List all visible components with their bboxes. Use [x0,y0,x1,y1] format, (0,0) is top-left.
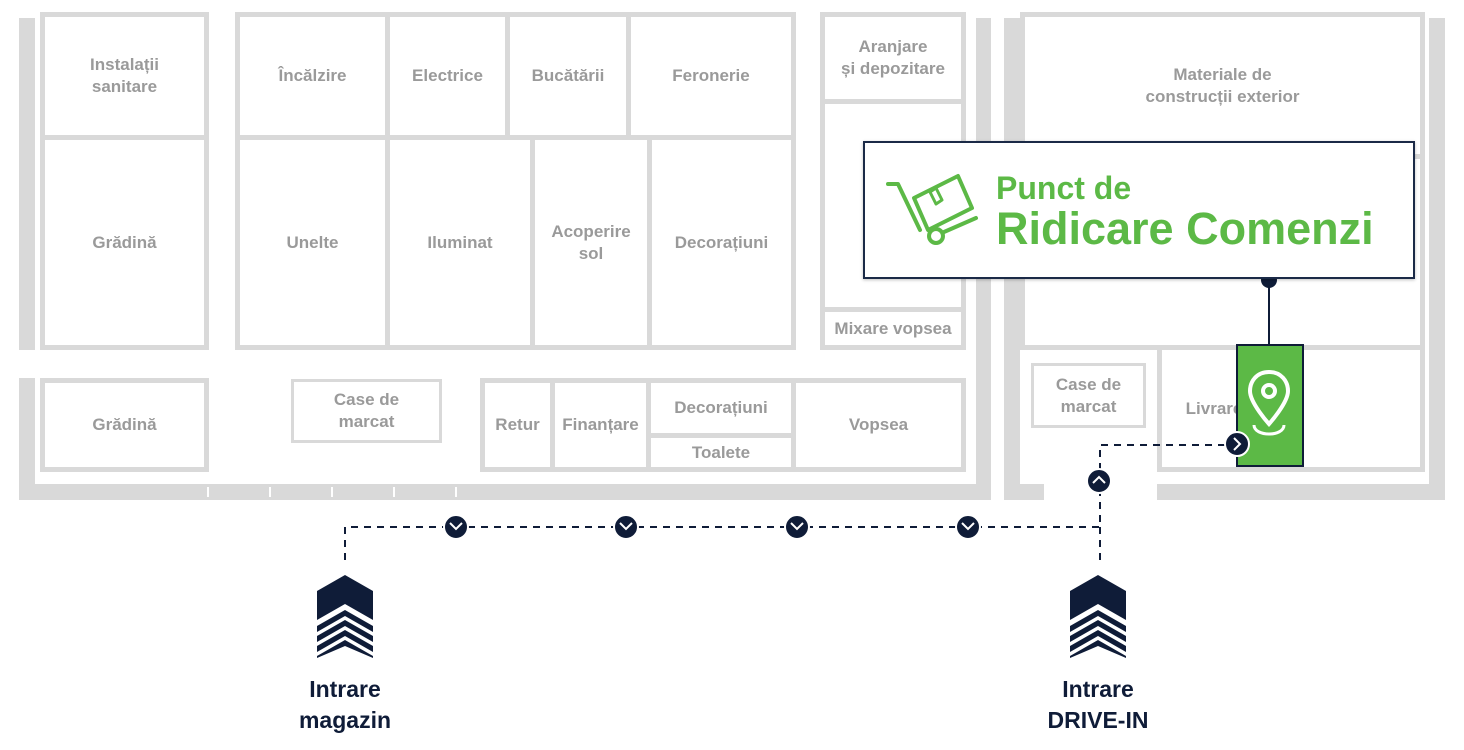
hand-truck-box-icon [886,174,978,245]
entrance-drive-in-label: Intrare DRIVE-IN [1047,676,1149,733]
dept-mixare-vopsea: Mixare vopsea [820,307,966,350]
case-de-marcat-drive-in: Case de marcat [1031,363,1146,428]
route-marker-5 [1086,468,1112,494]
entrance-arrow-drive-in-icon [1070,575,1126,658]
entrance-arrow-icon [317,575,373,658]
route-marker-1 [443,514,469,540]
case-de-marcat-main: Case de marcat [291,379,442,443]
dept-instalatii-sanitare: Instalații sanitare [40,12,209,140]
dept-unelte: Unelte [235,135,390,350]
pickup-title-line2: Ridicare Comenzi [996,203,1374,254]
dept-decoratiuni-top: Decorațiuni [647,135,796,350]
wall-left-outer-lower [19,378,35,500]
pickup-title-line1: Punct de [996,170,1132,206]
dept-aranjare-depozitare: Aranjare și depozitare [820,12,966,104]
dept-retur: Retur [480,378,555,472]
dept-materiale-exterior: Materiale de construcții exterior [1020,12,1425,159]
dept-iluminat: Iluminat [385,135,535,350]
route-path [344,444,1245,560]
dept-gradina-bottom: Grădină [40,378,209,472]
wall-right-building-bottom-right [1157,484,1445,500]
wall-right-building-bottom-left [1004,484,1044,500]
route-marker-6 [1224,431,1250,457]
route-marker-3 [784,514,810,540]
wall-right-building-outer [1429,18,1445,500]
entrance-doors [207,484,480,500]
route-marker-4 [955,514,981,540]
map-pin-icon [1247,369,1291,436]
entrance-store-label: Intrare magazin [298,676,392,733]
pickup-callout [863,141,1415,279]
dept-vopsea: Vopsea [791,378,966,472]
dept-gradina-top: Grădină [40,135,209,350]
wall-left-outer [19,18,35,350]
dept-toalete: Toalete [646,433,796,472]
wall-bottom-mid [480,484,991,500]
wall-bottom-left [19,484,207,500]
route-marker-2 [613,514,639,540]
